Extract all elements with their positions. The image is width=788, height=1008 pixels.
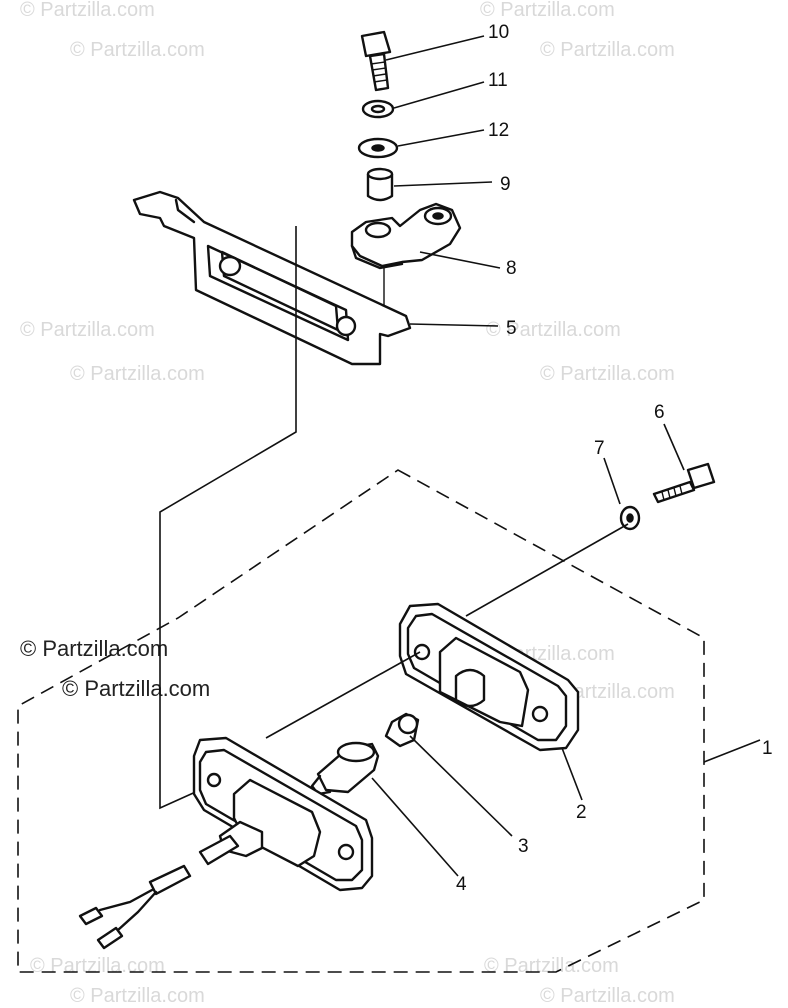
- watermark-text: © Partzilla.com: [70, 985, 205, 1007]
- watermark-prominent: © Partzilla.com: [20, 636, 168, 661]
- wire-leads: [78, 864, 192, 950]
- bulb-socket: [310, 741, 380, 796]
- watermark-text: © Partzilla.com: [20, 319, 155, 341]
- watermark-text: © Partzilla.com: [540, 363, 675, 385]
- watermark-text: © Partzilla.com: [70, 363, 205, 385]
- leader-lines: [265, 35, 761, 877]
- watermark-text: © Partzilla.com: [480, 0, 615, 21]
- callout-9: 9: [500, 174, 511, 195]
- watermark-text: © Partzilla.com: [484, 955, 619, 977]
- callout-3: 3: [518, 836, 529, 857]
- lamp-lens: [398, 602, 580, 752]
- callout-10: 10: [488, 22, 509, 43]
- callout-labels: 10 11 12 9 8 5 6 7 1 2 3 4: [456, 22, 773, 895]
- flat-washer: [357, 137, 399, 159]
- lamp-bulb: [384, 712, 420, 748]
- watermark-text: © Partzilla.com: [540, 985, 675, 1007]
- collar-spacer: [366, 167, 394, 202]
- callout-11: 11: [488, 70, 508, 91]
- side-screw: [652, 462, 716, 504]
- watermark-text: © Partzilla.com: [70, 39, 205, 61]
- lamp-housing: [192, 736, 374, 892]
- license-bracket: [132, 190, 412, 366]
- assembly-leader: [159, 226, 297, 810]
- bolt-top: [360, 30, 392, 92]
- mount-block: [350, 202, 462, 270]
- callout-8: 8: [506, 258, 517, 279]
- callout-7: 7: [594, 438, 605, 459]
- callout-4: 4: [456, 874, 467, 895]
- watermark-prominent: © Partzilla.com: [62, 676, 210, 701]
- lock-washer: [361, 99, 395, 119]
- assembly-outline: [17, 469, 705, 973]
- watermark-text: © Partzilla.com: [486, 319, 621, 341]
- watermark-text: © Partzilla.com: [540, 39, 675, 61]
- watermark-text: © Partzilla.com: [20, 0, 155, 21]
- small-washer: [619, 505, 641, 531]
- callout-2: 2: [576, 802, 587, 823]
- callout-5: 5: [506, 318, 517, 339]
- watermark-text: © Partzilla.com: [30, 955, 165, 977]
- callout-6: 6: [654, 402, 665, 423]
- callout-12: 12: [488, 120, 509, 141]
- callout-1: 1: [762, 738, 773, 759]
